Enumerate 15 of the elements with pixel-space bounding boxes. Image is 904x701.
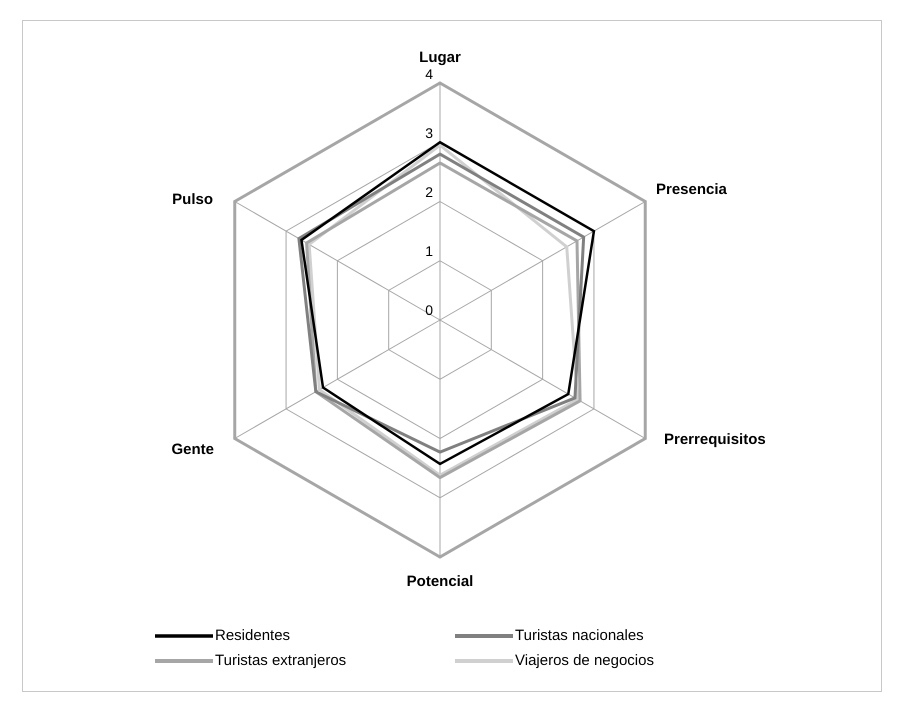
legend-label: Turistas nacionales [515,628,644,643]
axis-label: Presencia [656,181,727,198]
tick-label: 0 [425,302,433,318]
axis-label: Lugar [419,49,461,66]
legend-label: Viajeros de negocios [515,653,654,668]
axis-label: Gente [171,441,214,458]
legend-label: Turistas extranjeros [215,653,346,668]
axis-label: Prerrequisitos [664,431,766,448]
axis-label: Pulso [172,191,213,208]
legend-label: Residentes [215,628,290,643]
tick-label: 3 [425,125,433,141]
tick-label: 1 [425,243,433,259]
tick-label: 4 [425,66,433,82]
tick-label: 2 [425,184,433,200]
axis-label: Potencial [406,573,474,590]
